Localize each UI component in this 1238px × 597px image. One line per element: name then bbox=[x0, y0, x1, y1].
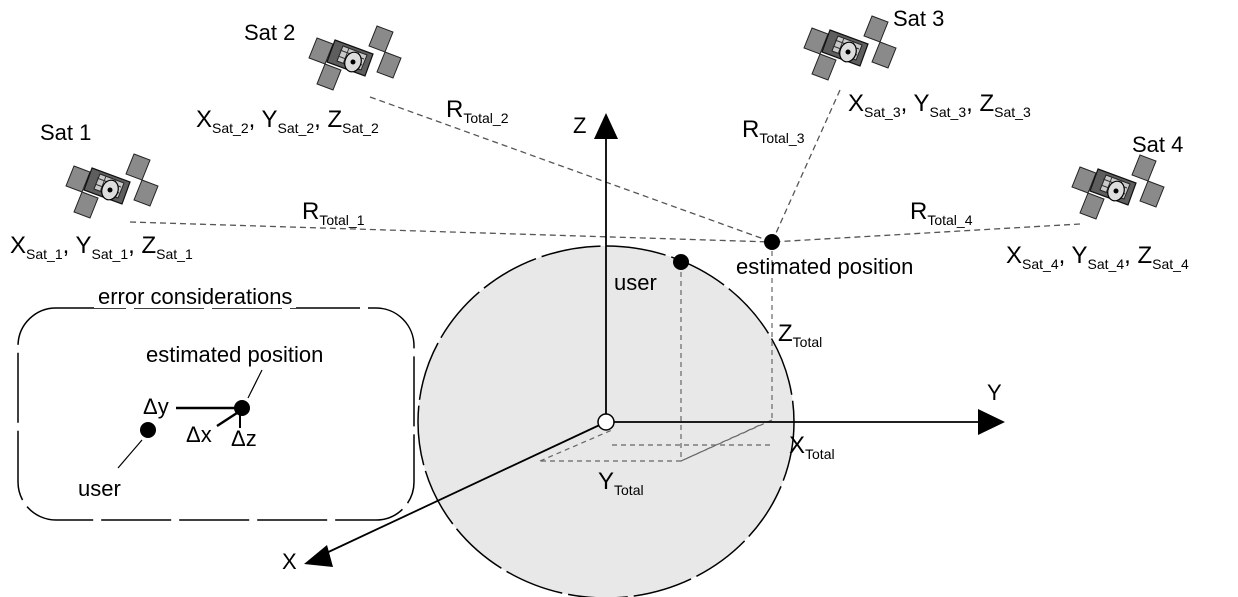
satellite-icon-3 bbox=[803, 15, 897, 81]
sat-3-coordinates: XSat_3, YSat_3, ZSat_3 bbox=[848, 90, 1031, 120]
range-label-1: RTotal_1 bbox=[302, 198, 365, 228]
error-considerations-title: error considerations bbox=[94, 286, 297, 308]
sat-3-label: Sat 3 bbox=[893, 6, 945, 31]
user-label: user bbox=[614, 270, 657, 295]
satellite-icon-1 bbox=[65, 153, 159, 219]
sat-2-coordinates: XSat_2, YSat_2, ZSat_2 bbox=[196, 106, 379, 136]
satellite-icon-4 bbox=[1071, 154, 1165, 220]
axes bbox=[321, 135, 985, 556]
range-line-1 bbox=[129, 221, 773, 243]
satellite-icon-2 bbox=[308, 25, 402, 91]
z-axis-label: Z bbox=[573, 113, 587, 138]
sat-4-coordinates: XSat_4, YSat_4, ZSat_4 bbox=[1006, 242, 1189, 272]
x-axis-label: X bbox=[282, 549, 297, 574]
delta-x-label: Δx bbox=[186, 422, 212, 447]
sat-4-label: Sat 4 bbox=[1132, 132, 1184, 157]
user-dot bbox=[673, 254, 689, 270]
origin-marker bbox=[597, 413, 615, 431]
delta-z-label: Δz bbox=[231, 426, 257, 451]
range-label-2: RTotal_2 bbox=[446, 96, 509, 126]
range-line-2 bbox=[369, 96, 773, 243]
y-axis-arrowhead bbox=[978, 409, 1005, 435]
delta-y-label: Δy bbox=[143, 394, 169, 419]
range-label-3: RTotal_3 bbox=[742, 116, 805, 146]
error-estimated-position-label: estimated position bbox=[146, 342, 324, 367]
delta-x-line bbox=[216, 409, 241, 428]
component-projections bbox=[539, 242, 773, 462]
y-total-label: YTotal bbox=[598, 468, 644, 498]
x-axis-arrowhead bbox=[304, 545, 333, 567]
error-user-label: user bbox=[78, 476, 121, 501]
range-label-4: RTotal_4 bbox=[910, 198, 973, 228]
range-lines bbox=[129, 89, 1081, 243]
sat-1-label: Sat 1 bbox=[40, 120, 92, 145]
range-line-3 bbox=[771, 89, 841, 243]
z-axis-arrowhead bbox=[594, 113, 618, 139]
error-user-dot bbox=[140, 422, 156, 438]
error-estimated-pointer bbox=[247, 369, 263, 399]
range-line-4 bbox=[771, 223, 1081, 243]
z-total-label: ZTotal bbox=[778, 320, 823, 350]
error-user-pointer bbox=[117, 439, 143, 469]
sat-1-coordinates: XSat_1, YSat_1, ZSat_1 bbox=[10, 232, 193, 262]
error-estimated-dot bbox=[234, 400, 250, 416]
y-axis-label: Y bbox=[987, 380, 1002, 405]
x-total-label: XTotal bbox=[789, 432, 835, 462]
estimated-position-dot bbox=[764, 234, 780, 250]
sat-2-label: Sat 2 bbox=[244, 20, 296, 45]
x-axis bbox=[321, 421, 607, 556]
error-considerations-box bbox=[17, 307, 415, 521]
estimated-position-label: estimated position bbox=[736, 254, 914, 279]
